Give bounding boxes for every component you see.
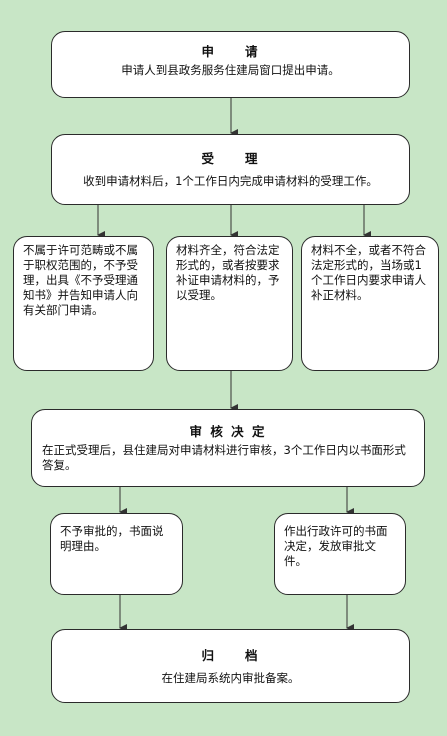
apply-title: 申 请 bbox=[201, 44, 260, 59]
review-text: 在正式受理后，县住建局对申请材料进行审核，3个工作日内以书面形式答复。 bbox=[42, 443, 406, 472]
archive-title: 归 档 bbox=[201, 648, 260, 663]
outcome-reject-text: 不予审批的，书面说明理由。 bbox=[60, 524, 164, 553]
archive-box: 归 档 在住建局系统内审批备案。 bbox=[51, 629, 410, 703]
accept-box: 受 理 收到申请材料后，1个工作日内完成申请材料的受理工作。 bbox=[51, 134, 410, 205]
accept-text: 收到申请材料后，1个工作日内完成申请材料的受理工作。 bbox=[83, 174, 378, 188]
outcome-approve-box: 作出行政许可的书面决定，发放审批文件。 bbox=[274, 513, 406, 595]
outcome-approve-text: 作出行政许可的书面决定，发放审批文件。 bbox=[284, 524, 388, 568]
review-title: 审 核 决 定 bbox=[189, 424, 267, 439]
branch-accept-text: 材料齐全，符合法定形式的，或者按要求补证申请材料的，予以受理。 bbox=[176, 243, 280, 302]
review-box: 审 核 决 定 在正式受理后，县住建局对申请材料进行审核，3个工作日内以书面形式… bbox=[31, 409, 425, 487]
branch-accept-box: 材料齐全，符合法定形式的，或者按要求补证申请材料的，予以受理。 bbox=[166, 236, 293, 371]
branch-supplement-box: 材料不全，或者不符合法定形式的，当场或1个工作日内要求申请人补正材料。 bbox=[301, 236, 439, 371]
apply-text: 申请人到县政务服务住建局窗口提出申请。 bbox=[121, 63, 340, 77]
apply-box: 申 请 申请人到县政务服务住建局窗口提出申请。 bbox=[51, 31, 410, 98]
branch-reject-text: 不属于许可范畴或不属于职权范围的，不予受理，出具《不予受理通知书》并告知申请人向… bbox=[23, 243, 138, 317]
outcome-reject-box: 不予审批的，书面说明理由。 bbox=[50, 513, 183, 595]
branch-reject-box: 不属于许可范畴或不属于职权范围的，不予受理，出具《不予受理通知书》并告知申请人向… bbox=[13, 236, 154, 371]
accept-title: 受 理 bbox=[201, 151, 260, 166]
archive-text: 在住建局系统内审批备案。 bbox=[161, 671, 300, 685]
branch-supplement-text: 材料不全，或者不符合法定形式的，当场或1个工作日内要求申请人补正材料。 bbox=[311, 243, 426, 302]
